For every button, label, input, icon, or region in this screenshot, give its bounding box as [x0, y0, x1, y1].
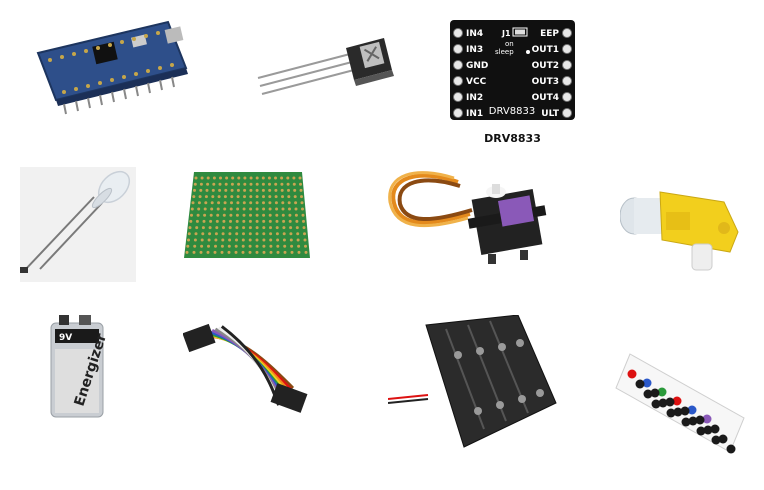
- board-title: DRV8833: [489, 106, 535, 117]
- right-pin-5: OUT4: [532, 93, 559, 103]
- left-pin-6: IN1: [466, 109, 483, 119]
- pcb-image: [180, 170, 312, 262]
- jumper-wires-image: [182, 318, 313, 418]
- right-pin-3: OUT2: [532, 61, 559, 71]
- battery-image: 9V Energizer: [45, 315, 110, 419]
- gear-motor-image: [619, 188, 750, 280]
- led-image: [20, 167, 136, 282]
- servo-image: [388, 168, 558, 270]
- right-pin-4: OUT3: [532, 77, 559, 87]
- left-pin-2: IN3: [466, 45, 483, 55]
- sleep-label: sleep: [495, 48, 514, 56]
- driver-board-image: IN4 IN3 GND VCC IN2 IN1 EEP OUT1 OUT2 OU…: [450, 20, 575, 120]
- left-pin-3: GND: [466, 61, 488, 71]
- on-label: on: [505, 40, 514, 48]
- ir-receiver-image: [250, 30, 400, 105]
- battery-holder-image: [387, 314, 560, 450]
- left-pin-1: IN4: [466, 29, 483, 39]
- right-pin-2: OUT1: [532, 45, 559, 55]
- left-pin-5: IN2: [466, 93, 483, 103]
- ir-remote-image: [612, 350, 752, 462]
- driver-board-caption: DRV8833: [484, 132, 541, 145]
- jumper-label: J1: [501, 29, 511, 38]
- left-pin-4: VCC: [466, 77, 487, 87]
- right-pin-1: EEP: [540, 29, 559, 39]
- arduino-nano-image: [28, 8, 200, 123]
- battery-voltage: 9V: [59, 333, 72, 343]
- right-pin-6: ULT: [541, 109, 560, 119]
